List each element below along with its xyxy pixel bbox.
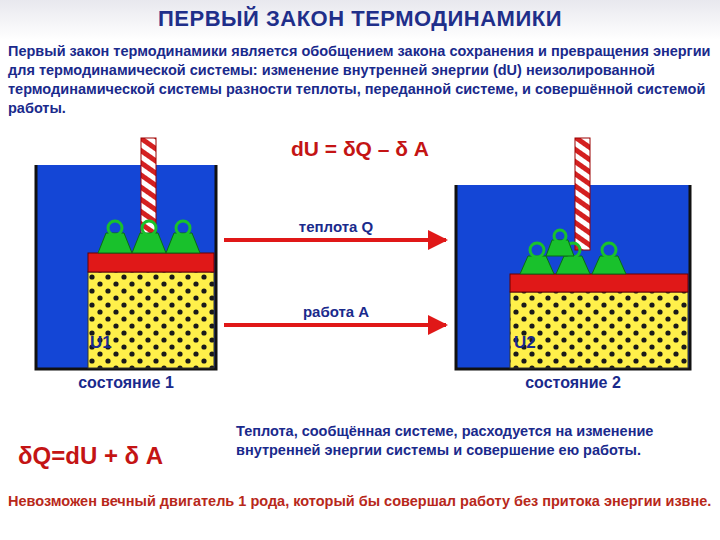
cylinder-2 bbox=[456, 138, 690, 369]
formula: δQ=dU + δ A bbox=[18, 442, 228, 470]
state-caption: состояние 1 bbox=[30, 374, 222, 392]
energy-label: U1 bbox=[90, 333, 112, 353]
arrow-label: работа А bbox=[300, 303, 372, 320]
transfer-arrow bbox=[224, 323, 446, 327]
note-text: Невозможен вечный двигатель 1 рода, кото… bbox=[8, 492, 712, 511]
state-box: U2 состояние 2 bbox=[450, 180, 696, 400]
title: ПЕРВЫЙ ЗАКОН ТЕРМОДИНАМИКИ bbox=[0, 6, 720, 32]
definition-text: Первый закон термодинамики является обоб… bbox=[8, 42, 712, 118]
arrow-label: теплота Q bbox=[296, 218, 376, 235]
state-box: U1 состояние 1 bbox=[30, 160, 222, 400]
transfer-arrow bbox=[224, 238, 446, 242]
energy-label: U2 bbox=[514, 333, 536, 353]
formula: dU = δQ – δ A bbox=[200, 137, 520, 161]
state-caption: состояние 2 bbox=[450, 374, 696, 392]
explanation-text: Теплота, сообщённая системе, расходуется… bbox=[236, 422, 712, 460]
title-band bbox=[0, 0, 720, 40]
cylinder-1 bbox=[36, 138, 216, 369]
